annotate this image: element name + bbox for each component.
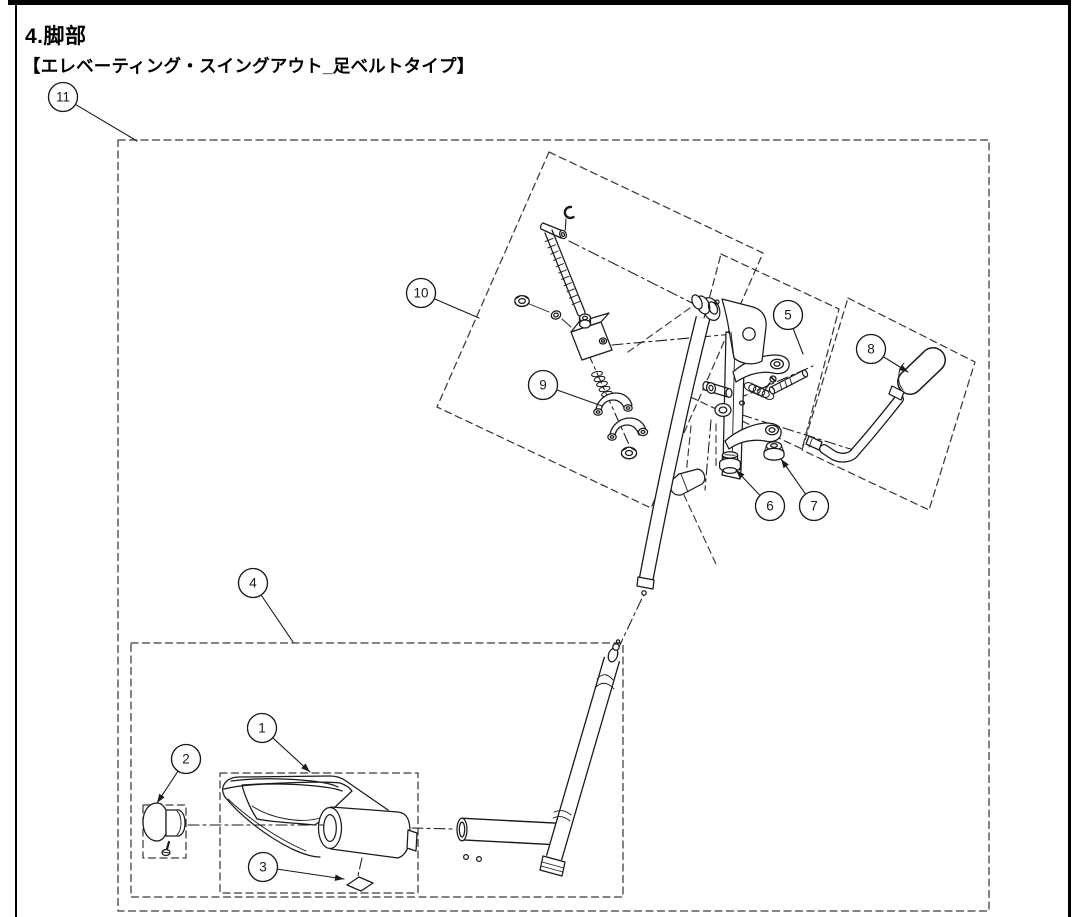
callout-balloon — [754, 490, 786, 522]
callout-number: 7 — [810, 499, 818, 514]
part5-lock-pin-spring — [743, 369, 809, 400]
callout-8: 8 — [855, 333, 909, 373]
hanger-foot-peg — [669, 468, 706, 496]
callout-balloon — [527, 369, 559, 401]
clamp-strap-upper — [593, 392, 633, 416]
group-box-1 — [219, 772, 419, 894]
callout-balloon — [47, 81, 79, 113]
callout-balloon — [798, 490, 830, 522]
callout-balloon — [855, 333, 887, 365]
section-title: 4.脚部 — [25, 25, 87, 48]
part1-footplate — [222, 775, 418, 859]
callout-number: 8 — [867, 342, 875, 357]
callout-balloon — [246, 712, 278, 744]
footplate-roller — [317, 806, 418, 859]
callout-leader-line — [792, 327, 804, 355]
hanger-main-tube — [636, 316, 711, 596]
callout-balloon — [237, 567, 269, 599]
callout-10: 10 — [405, 277, 480, 319]
callout-number: 4 — [249, 576, 257, 591]
hanger-bracket-assembly — [636, 294, 790, 596]
group-box-10 — [436, 151, 764, 509]
nut — [514, 294, 530, 308]
group-box-11 — [117, 139, 990, 912]
part3-label-plate — [346, 876, 374, 892]
washer — [550, 310, 562, 320]
axis-thin-lines — [526, 302, 572, 328]
part10-link-rod-assembly — [514, 205, 613, 361]
variant-title: 【エレベーティング・スイングアウト_足ベルトタイプ】 — [23, 56, 475, 76]
clevis-head — [691, 294, 767, 365]
group-box-detail-3 — [627, 302, 698, 353]
callouts: 1 2 3 4 5 6 7 8 9 10 11 — [47, 81, 909, 883]
callout-4: 4 — [237, 567, 294, 643]
group-box-8 — [801, 297, 976, 511]
callout-number: 5 — [784, 308, 792, 323]
callout-balloon — [772, 299, 804, 331]
callout-arrowhead — [781, 459, 789, 469]
callout-7: 7 — [780, 458, 830, 522]
callout-3: 3 — [247, 851, 345, 883]
group-box-4 — [130, 642, 624, 898]
cross-pin-and-bushings — [702, 380, 746, 418]
part8-release-lever — [805, 347, 946, 463]
clamp-strap-lower — [607, 417, 649, 441]
nut — [620, 446, 638, 460]
callout-arrowhead — [301, 763, 310, 772]
page-top-rule — [8, 0, 1071, 5]
callout-leader-line — [433, 298, 480, 319]
lock-block — [570, 312, 613, 361]
group-box-2 — [142, 804, 187, 859]
callout-balloon — [405, 277, 437, 309]
group-boxes — [117, 139, 990, 912]
page-left-border — [15, 3, 18, 917]
page-right-border — [1068, 3, 1071, 917]
callout-number: 3 — [259, 860, 267, 875]
part7-flange-nut — [763, 441, 785, 461]
rod-coil-hatching — [544, 237, 581, 306]
callout-number: 1 — [258, 721, 266, 736]
callout-number: 2 — [182, 752, 190, 767]
callout-balloon — [170, 743, 202, 775]
part2-knob — [142, 802, 186, 857]
callout-6: 6 — [735, 469, 786, 522]
callout-1: 1 — [246, 712, 311, 773]
callout-leader-line — [276, 868, 345, 880]
callout-2: 2 — [156, 743, 202, 804]
group-box-detail-1 — [683, 425, 717, 565]
callout-leader-line — [260, 594, 294, 643]
callout-leader-line — [74, 103, 138, 142]
part9-clamp-spring-set — [591, 370, 649, 460]
callout-number: 10 — [413, 286, 428, 301]
callout-11: 11 — [47, 81, 138, 142]
leg-tube-assembly — [456, 639, 621, 877]
callout-9: 9 — [527, 369, 603, 407]
callout-number: 11 — [56, 90, 70, 105]
callout-balloon — [247, 851, 279, 883]
swing-arm-upper — [732, 354, 790, 383]
callout-arrowhead — [898, 364, 908, 372]
swing-arm-lower — [724, 422, 782, 450]
callout-leader-line — [556, 389, 603, 407]
callout-arrowhead — [334, 874, 344, 881]
part6-collar — [718, 451, 742, 475]
callout-5: 5 — [772, 299, 804, 355]
callout-arrowhead — [736, 470, 745, 479]
callout-number: 6 — [766, 499, 774, 514]
callout-arrowhead — [157, 793, 165, 803]
callout-number: 9 — [539, 378, 547, 393]
